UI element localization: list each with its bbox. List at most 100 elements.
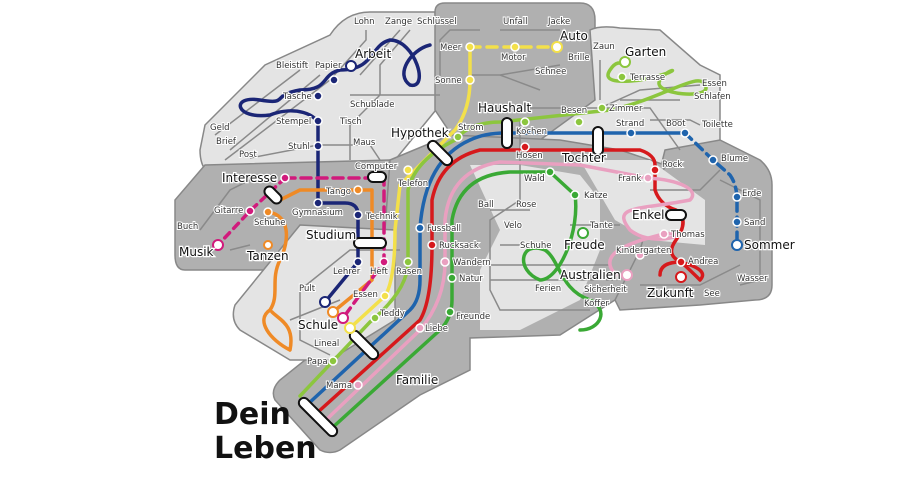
- station-dots: [212, 41, 743, 390]
- line-blue-dash: [683, 131, 739, 247]
- station-kochen: Kochen: [516, 127, 547, 137]
- station-tasche: Tasche: [282, 92, 312, 102]
- station-schuhe-l: Schuhe: [254, 218, 285, 228]
- station-pult: Pult: [299, 284, 316, 294]
- station-kindergarten: Kindergarten: [616, 246, 671, 256]
- station-essen-l: Essen: [353, 290, 378, 300]
- line-blue: [306, 131, 687, 406]
- hub-hypothek: Hypothek: [391, 126, 449, 140]
- station-boot: Boot: [666, 119, 686, 129]
- station-sand: Sand: [744, 218, 765, 228]
- station-unfall: Unfall: [503, 17, 528, 27]
- station-meer: Meer: [440, 43, 462, 53]
- transfer-bars: [263, 117, 687, 438]
- station-papier: Papier: [315, 61, 342, 71]
- station-besen: Besen: [561, 106, 587, 116]
- station-frank: Frank: [618, 174, 641, 184]
- station-gymnasium: Gymnasium: [292, 208, 343, 218]
- hub-schule: Schule: [298, 318, 338, 332]
- station-katze: Katze: [584, 191, 608, 201]
- station-motor: Motor: [501, 53, 526, 63]
- station-tango: Tango: [325, 187, 351, 197]
- hub-freude: Freude: [564, 238, 605, 252]
- station-natur: Natur: [459, 274, 483, 284]
- station-freunde: Freunde: [456, 312, 490, 322]
- station-wald: Wald: [524, 174, 545, 184]
- station-schuhe-c: Schuhe: [520, 241, 551, 251]
- station-teddy: Teddy: [379, 309, 405, 319]
- station-buch: Buch: [177, 222, 198, 232]
- station-heft: Heft: [370, 267, 388, 277]
- station-jacke: Jacke: [547, 17, 570, 27]
- hub-arbeit: Arbeit: [355, 47, 391, 61]
- station-maus: Maus: [353, 138, 376, 148]
- station-rasen: Rasen: [396, 267, 422, 277]
- station-ferien: Ferien: [535, 284, 561, 294]
- hub-zukunft: Zukunft: [647, 286, 694, 300]
- title-line1: Dein: [214, 397, 291, 432]
- station-geld: Geld: [210, 123, 230, 133]
- hub-enkel: Enkel: [632, 208, 664, 222]
- station-rose: Rose: [516, 200, 536, 210]
- station-lohn: Lohn: [354, 17, 375, 27]
- station-schluessel: Schlüssel: [417, 17, 457, 27]
- hub-sommer: Sommer: [744, 238, 795, 252]
- station-computer: Computer: [355, 162, 398, 172]
- station-rucksack: Rucksack: [439, 241, 479, 251]
- station-papa: Papa: [307, 357, 328, 367]
- station-zange: Zange: [385, 17, 412, 27]
- station-mama: Mama: [326, 381, 352, 391]
- station-strand: Strand: [616, 119, 644, 129]
- line-orange: [262, 188, 374, 352]
- station-post: Post: [239, 150, 257, 160]
- hub-familie: Familie: [396, 373, 438, 387]
- line-yellow: [348, 45, 472, 330]
- station-brief: Brief: [216, 137, 237, 147]
- hub-interesse: Interesse: [222, 171, 277, 185]
- station-thomas: Thomas: [670, 230, 705, 240]
- hub-garten: Garten: [625, 45, 666, 59]
- hub-tochter: Tochter: [561, 151, 606, 165]
- station-liebe: Liebe: [425, 324, 448, 334]
- station-ball: Ball: [478, 200, 494, 210]
- station-schnee: Schnee: [535, 67, 566, 77]
- station-blume: Blume: [721, 154, 748, 164]
- station-technik: Technik: [365, 212, 398, 222]
- station-tante: Tante: [589, 221, 613, 231]
- station-wasser: Wasser: [737, 274, 768, 284]
- map-regions: [174, 2, 773, 454]
- station-erde: Erde: [742, 189, 761, 199]
- station-fussball: Fussball: [427, 224, 461, 234]
- station-toilette: Toilette: [701, 120, 733, 130]
- title-line2: Leben: [214, 431, 317, 466]
- station-brille: Brille: [568, 53, 590, 63]
- hub-musik: Musik: [179, 245, 214, 259]
- station-sicherheit: Sicherheit: [584, 285, 627, 295]
- hub-auto: Auto: [560, 29, 588, 43]
- hub-labels: Arbeit Auto Garten Haushalt Hypothek Toc…: [178, 28, 796, 389]
- station-schublade: Schublade: [350, 100, 394, 110]
- station-strom: Strom: [458, 123, 484, 133]
- station-zimmer: Zimmer: [609, 104, 643, 114]
- line-lightgreen: [298, 60, 708, 398]
- station-telefon: Telefon: [397, 179, 428, 189]
- station-schlafen: Schlafen: [694, 92, 731, 102]
- line-pink: [324, 160, 695, 422]
- hub-tanzen: Tanzen: [246, 249, 289, 263]
- station-bleistift: Bleistift: [276, 61, 309, 71]
- hub-studium: Studium: [306, 228, 356, 242]
- station-lehrer: Lehrer: [333, 267, 361, 277]
- station-stempel: Stempel: [276, 117, 311, 127]
- station-labels: Lohn Zange Schlüssel Unfall Jacke Meer M…: [176, 16, 769, 392]
- line-green: [330, 170, 603, 430]
- station-velo: Velo: [504, 221, 522, 231]
- station-terrasse: Terrasse: [629, 73, 665, 83]
- station-rock: Rock: [662, 160, 682, 170]
- station-gitarre: Gitarre: [214, 206, 243, 216]
- station-koffer: Koffer: [584, 299, 609, 309]
- station-see: See: [704, 289, 720, 299]
- station-stuhl: Stuhl: [288, 142, 310, 152]
- minor-lines: [199, 29, 761, 356]
- station-tisch: Tisch: [339, 117, 362, 127]
